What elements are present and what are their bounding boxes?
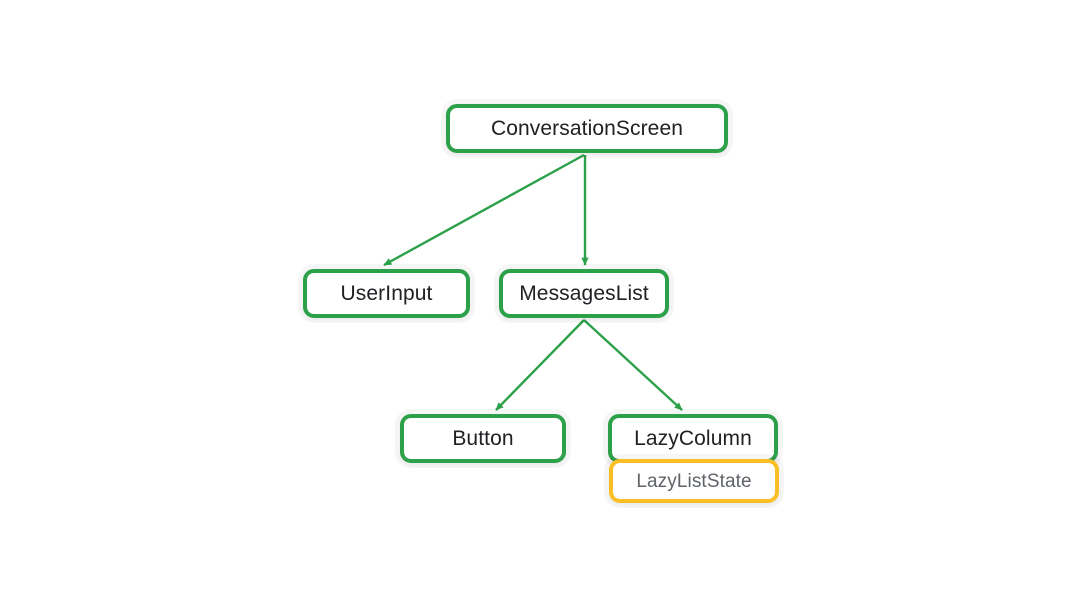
edge-messageslist-to-button [495,319,585,411]
node-button[interactable]: Button [400,414,566,463]
node-messageslist[interactable]: MessagesList [499,269,669,318]
node-userinput[interactable]: UserInput [303,269,470,318]
node-label: LazyListState [636,470,752,492]
node-label: ConversationScreen [490,117,684,140]
node-conversationscreen[interactable]: ConversationScreen [446,104,728,153]
node-label: MessagesList [519,282,649,305]
node-lazyliststate[interactable]: LazyListState [609,459,779,503]
edge-messageslist-to-lazycolumn [583,319,683,411]
node-label: LazyColumn [634,427,752,450]
edge-conversationscreen-to-userinput [383,153,585,267]
node-lazycolumn[interactable]: LazyColumn [608,414,778,463]
node-label: UserInput [340,282,433,305]
node-label: Button [452,427,514,450]
